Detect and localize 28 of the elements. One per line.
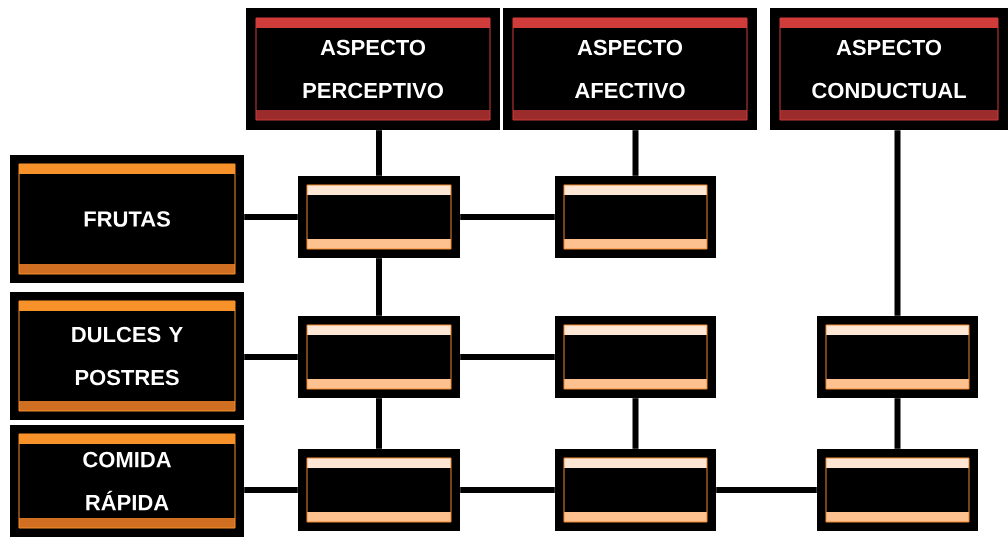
category-box: COMIDA RÁPIDA	[10, 425, 244, 537]
empty-box	[817, 316, 978, 398]
connector-line	[376, 398, 382, 449]
connector-line	[460, 214, 555, 220]
connector-line	[716, 487, 817, 493]
category-box: FRUTAS	[10, 155, 244, 283]
header-box: ASPECTO CONDUCTUAL	[770, 8, 1008, 130]
connector-line	[376, 258, 382, 316]
empty-box	[555, 316, 716, 398]
connector-line	[376, 130, 382, 176]
empty-box	[817, 449, 978, 531]
empty-box	[298, 316, 460, 398]
connector-line	[632, 398, 639, 449]
connector-line	[460, 354, 555, 360]
connector-line	[460, 487, 555, 493]
header-box: ASPECTO PERCEPTIVO	[246, 8, 500, 130]
empty-box	[298, 176, 460, 258]
connector-line	[894, 398, 901, 449]
header-box: ASPECTO AFECTIVO	[503, 8, 757, 130]
connector-line	[632, 130, 639, 176]
connector-line	[244, 354, 298, 360]
connector-line	[244, 487, 298, 493]
empty-box	[555, 176, 716, 258]
connector-line	[244, 214, 298, 220]
connector-line	[894, 130, 901, 316]
empty-box	[555, 449, 716, 531]
category-box: DULCES Y POSTRES	[10, 292, 244, 420]
empty-box	[298, 449, 460, 531]
